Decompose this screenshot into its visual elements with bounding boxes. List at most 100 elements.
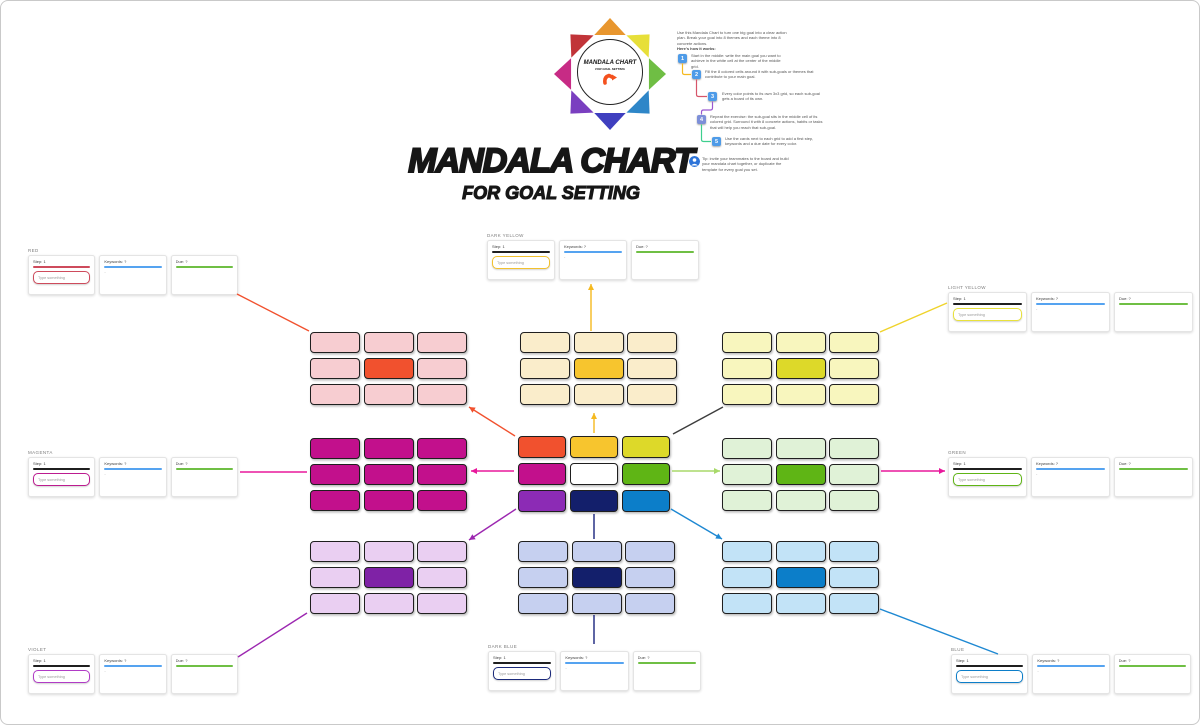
dark-yellow-panel-text-input[interactable]: Type something xyxy=(492,256,550,270)
dark-yellow-grid-cell-r0c0[interactable] xyxy=(520,332,570,353)
magenta-grid-cell-r2c1[interactable] xyxy=(363,490,414,511)
blue-grid-cell-r0c0[interactable] xyxy=(722,541,772,562)
light-yellow-grid-cell-r2c1[interactable] xyxy=(775,384,826,405)
center-grid-cell-r2c1[interactable] xyxy=(570,490,618,512)
dark-yellow-grid-cell-r2c1[interactable] xyxy=(573,384,624,405)
magenta-panel-card-keywords[interactable]: Keywords: ?- xyxy=(99,457,167,497)
dark-blue-grid-cell-r1c1[interactable] xyxy=(571,567,622,588)
center-grid-cell-r2c0[interactable] xyxy=(518,490,566,512)
red-panel-card-keywords[interactable]: Keywords: ?- xyxy=(99,255,167,295)
dark-blue-grid-cell-r2c0[interactable] xyxy=(518,593,568,614)
green-grid-cell-r2c1[interactable] xyxy=(775,490,826,511)
light-yellow-panel-card-keywords[interactable]: Keywords: ?- xyxy=(1031,292,1110,332)
blue-grid-cell-r2c2[interactable] xyxy=(829,593,879,614)
violet-grid-cell-r1c0[interactable] xyxy=(310,567,360,588)
center-grid-cell-r0c2[interactable] xyxy=(622,436,670,458)
magenta-grid-cell-r1c2[interactable] xyxy=(417,464,467,485)
dark-blue-panel-text-input[interactable]: Type something xyxy=(493,667,552,681)
center-grid-cell-r2c2[interactable] xyxy=(622,490,670,512)
magenta-grid-cell-r2c0[interactable] xyxy=(310,490,360,511)
violet-grid-cell-r0c2[interactable] xyxy=(417,541,467,562)
dark-blue-grid-cell-r1c2[interactable] xyxy=(625,567,675,588)
light-yellow-grid-cell-r1c1[interactable] xyxy=(775,358,826,379)
red-grid-cell-r1c1[interactable] xyxy=(363,358,414,379)
green-grid-cell-r0c2[interactable] xyxy=(829,438,879,459)
blue-panel-card-keywords[interactable]: Keywords: ?- xyxy=(1032,654,1110,694)
blue-grid-cell-r1c2[interactable] xyxy=(829,567,879,588)
light-yellow-grid-cell-r0c0[interactable] xyxy=(722,332,772,353)
center-grid-cell-r1c1[interactable] xyxy=(570,463,618,485)
dark-blue-grid-cell-r0c2[interactable] xyxy=(625,541,675,562)
magenta-grid-cell-r1c0[interactable] xyxy=(310,464,360,485)
center-grid-cell-r1c2[interactable] xyxy=(622,463,670,485)
dark-yellow-grid-cell-r1c2[interactable] xyxy=(627,358,677,379)
dark-yellow-panel-card-keywords[interactable]: Keywords: ?- xyxy=(559,240,627,280)
light-yellow-panel-text-input[interactable]: Type something xyxy=(953,308,1022,322)
blue-grid-cell-r2c1[interactable] xyxy=(775,593,826,614)
center-grid-cell-r0c0[interactable] xyxy=(518,436,566,458)
light-yellow-grid-cell-r0c1[interactable] xyxy=(775,332,826,353)
magenta-grid-cell-r0c2[interactable] xyxy=(417,438,467,459)
blue-grid-cell-r0c2[interactable] xyxy=(829,541,879,562)
red-grid-cell-r1c2[interactable] xyxy=(417,358,467,379)
green-grid-cell-r0c1[interactable] xyxy=(775,438,826,459)
dark-blue-grid-cell-r1c0[interactable] xyxy=(518,567,568,588)
magenta-panel-card-due[interactable]: Due: ? xyxy=(170,457,238,497)
dark-blue-panel-card-keywords[interactable]: Keywords: ?- xyxy=(560,651,629,691)
green-grid-cell-r1c1[interactable] xyxy=(775,464,826,485)
blue-grid-cell-r0c1[interactable] xyxy=(775,541,826,562)
dark-yellow-grid-cell-r1c1[interactable] xyxy=(573,358,624,379)
green-panel-card-keywords[interactable]: Keywords: ?- xyxy=(1031,457,1110,497)
green-grid-cell-r2c2[interactable] xyxy=(829,490,879,511)
violet-grid-cell-r0c0[interactable] xyxy=(310,541,360,562)
red-grid-cell-r0c1[interactable] xyxy=(363,332,414,353)
green-grid-cell-r1c2[interactable] xyxy=(829,464,879,485)
violet-grid-cell-r2c2[interactable] xyxy=(417,593,467,614)
violet-grid-cell-r0c1[interactable] xyxy=(363,541,414,562)
violet-grid-cell-r2c0[interactable] xyxy=(310,593,360,614)
green-grid-cell-r0c0[interactable] xyxy=(722,438,772,459)
light-yellow-grid-cell-r1c2[interactable] xyxy=(829,358,879,379)
blue-grid-cell-r1c0[interactable] xyxy=(722,567,772,588)
green-grid-cell-r1c0[interactable] xyxy=(722,464,772,485)
violet-grid-cell-r1c2[interactable] xyxy=(417,567,467,588)
violet-panel-text-input[interactable]: Type something xyxy=(33,670,91,684)
dark-blue-grid-cell-r0c1[interactable] xyxy=(571,541,622,562)
magenta-grid-cell-r0c1[interactable] xyxy=(363,438,414,459)
dark-yellow-grid-cell-r0c1[interactable] xyxy=(573,332,624,353)
red-grid-cell-r2c1[interactable] xyxy=(363,384,414,405)
center-grid-cell-r1c0[interactable] xyxy=(518,463,566,485)
blue-grid-cell-r2c0[interactable] xyxy=(722,593,772,614)
red-grid-cell-r0c0[interactable] xyxy=(310,332,360,353)
light-yellow-grid-cell-r2c0[interactable] xyxy=(722,384,772,405)
dark-blue-grid-cell-r2c1[interactable] xyxy=(571,593,622,614)
dark-yellow-panel-card-due[interactable]: Due: ? xyxy=(631,240,699,280)
blue-grid-cell-r1c1[interactable] xyxy=(775,567,826,588)
red-panel-text-input[interactable]: Type something xyxy=(33,271,91,285)
violet-grid-cell-r1c1[interactable] xyxy=(363,567,414,588)
light-yellow-grid-cell-r0c2[interactable] xyxy=(829,332,879,353)
green-panel-text-input[interactable]: Type something xyxy=(953,473,1022,487)
red-grid-cell-r0c2[interactable] xyxy=(417,332,467,353)
blue-panel-text-input[interactable]: Type something xyxy=(956,670,1024,684)
red-grid-cell-r1c0[interactable] xyxy=(310,358,360,379)
dark-blue-grid-cell-r2c2[interactable] xyxy=(625,593,675,614)
dark-yellow-grid-cell-r2c0[interactable] xyxy=(520,384,570,405)
magenta-panel-text-input[interactable]: Type something xyxy=(33,473,91,487)
dark-blue-panel-card-due[interactable]: Due: ? xyxy=(632,651,701,691)
magenta-grid-cell-r2c2[interactable] xyxy=(417,490,467,511)
magenta-grid-cell-r0c0[interactable] xyxy=(310,438,360,459)
blue-panel-card-due[interactable]: Due: ? xyxy=(1113,654,1191,694)
dark-yellow-grid-cell-r1c0[interactable] xyxy=(520,358,570,379)
green-grid-cell-r2c0[interactable] xyxy=(722,490,772,511)
light-yellow-panel-card-due[interactable]: Due: ? xyxy=(1114,292,1193,332)
dark-yellow-grid-cell-r0c2[interactable] xyxy=(627,332,677,353)
red-grid-cell-r2c2[interactable] xyxy=(417,384,467,405)
